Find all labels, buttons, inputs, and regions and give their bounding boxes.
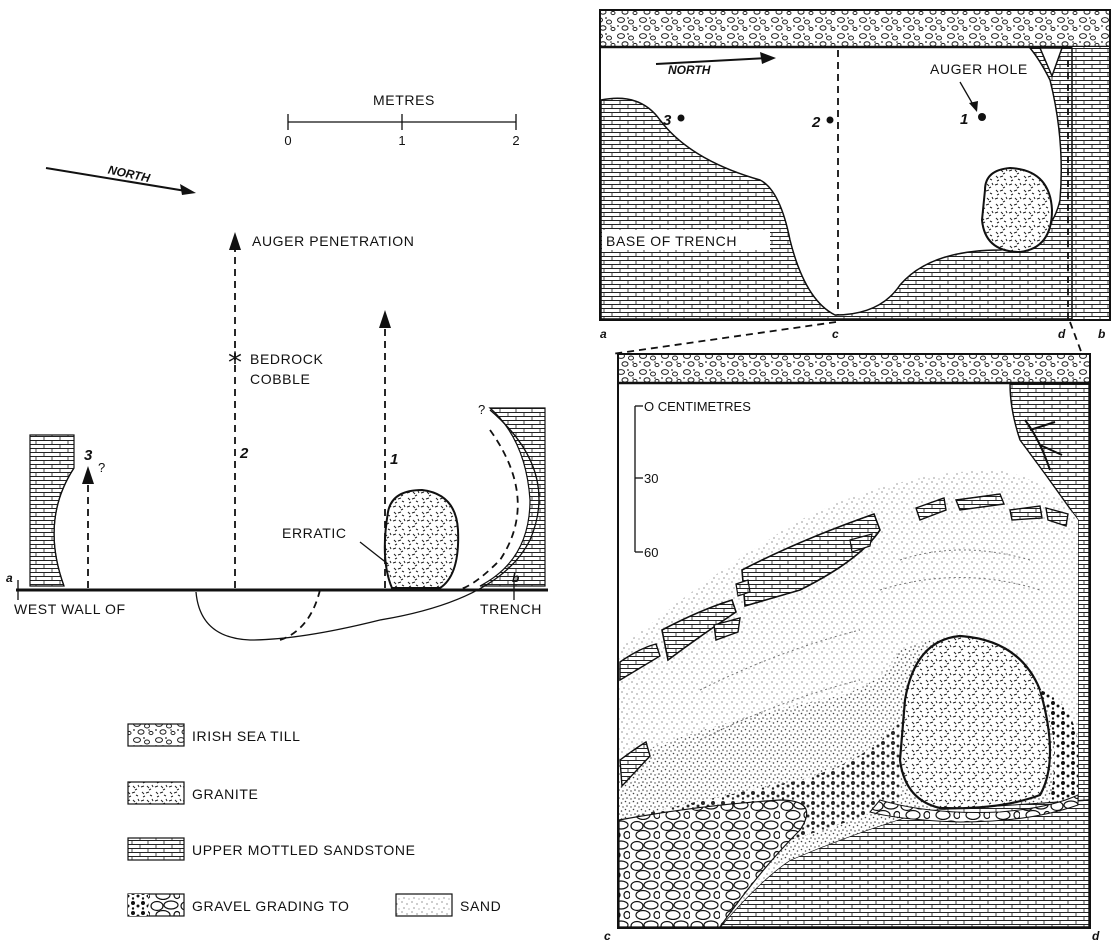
bedrock-cobble-label-1: BEDROCK bbox=[250, 351, 323, 367]
bottom-corner-d: d bbox=[1092, 929, 1100, 943]
point-a-left: a bbox=[6, 571, 13, 585]
hole-label-1: 1 bbox=[390, 451, 398, 468]
north-label-top: NORTH bbox=[668, 63, 711, 77]
legend-item-gravel-sand: GRAVEL GRADING TO SAND bbox=[127, 893, 501, 917]
legend-item-till: IRISH SEA TILL bbox=[127, 723, 301, 747]
top-corner-c: c bbox=[832, 327, 839, 341]
left-cross-section: METRES 0 1 2 NORTH a b bbox=[6, 92, 548, 641]
trench-label: TRENCH bbox=[480, 601, 542, 617]
centimetres-scale: O CENTIMETRES 30 60 bbox=[634, 399, 751, 560]
cm-tick-60: 60 bbox=[644, 545, 658, 560]
scale-tick-2: 2 bbox=[512, 133, 519, 148]
hole-3-question: ? bbox=[98, 460, 105, 475]
point-b-left: b bbox=[512, 571, 519, 585]
scale-tick-0: 0 bbox=[284, 133, 291, 148]
top-corner-d: d bbox=[1058, 327, 1066, 341]
legend-item-granite: GRANITE bbox=[127, 781, 258, 805]
top-hole-label-2: 2 bbox=[811, 114, 821, 131]
bottom-corner-c: c bbox=[604, 929, 611, 943]
bottom-right-section: O CENTIMETRES 30 60 c d bbox=[604, 353, 1100, 943]
top-hole-label-1: 1 bbox=[960, 111, 968, 128]
sandstone-slabs bbox=[619, 493, 1069, 788]
bedrock-cobble-marker: * bbox=[228, 346, 242, 379]
erratic-boulder bbox=[383, 488, 460, 589]
legend-item-sandstone: UPPER MOTTLED SANDSTONE bbox=[127, 837, 416, 861]
svg-text:UPPER MOTTLED SANDSTONE: UPPER MOTTLED SANDSTONE bbox=[192, 842, 416, 858]
scale-title: METRES bbox=[373, 92, 435, 108]
north-arrow-left: NORTH bbox=[45, 163, 196, 195]
right-sandstone-wall bbox=[479, 407, 546, 587]
cm-tick-0: O CENTIMETRES bbox=[644, 399, 751, 414]
top-granite-boulder bbox=[980, 166, 1054, 254]
auger-hole-3: 3 ? bbox=[82, 447, 105, 588]
bedrock-cobble-label-2: COBBLE bbox=[250, 371, 310, 387]
top-corner-b: b bbox=[1098, 327, 1105, 341]
auger-hole-2: AUGER PENETRATION * BEDROCK COBBLE 2 bbox=[228, 232, 414, 588]
legend: IRISH SEA TILL GRANITE UPPER MOTTLED SAN… bbox=[127, 723, 501, 917]
auger-hole-label: AUGER HOLE bbox=[930, 61, 1028, 77]
svg-text:IRISH SEA TILL: IRISH SEA TILL bbox=[192, 728, 301, 744]
top-corner-a: a bbox=[600, 327, 607, 341]
top-right-plan: NORTH AUGER HOLE 1 2 3 BASE OF TRENCH a … bbox=[599, 9, 1111, 355]
west-wall-label: WEST WALL OF bbox=[14, 601, 126, 617]
bottom-granite-boulder bbox=[898, 634, 1052, 810]
gravel-label: GRAVEL GRADING TO bbox=[192, 898, 350, 914]
svg-text:GRANITE: GRANITE bbox=[192, 786, 258, 802]
auger-hole-1: 1 bbox=[379, 310, 398, 588]
base-of-trench-label: BASE OF TRENCH bbox=[606, 233, 737, 249]
hole-label-2: 2 bbox=[239, 445, 249, 462]
bottom-coarse-gravel bbox=[618, 799, 808, 928]
wall-question: ? bbox=[478, 402, 485, 417]
scale-tick-1: 1 bbox=[398, 133, 405, 148]
erratic-label: ERRATIC bbox=[282, 525, 347, 541]
sand-label: SAND bbox=[460, 898, 501, 914]
auger-penetration-label: AUGER PENETRATION bbox=[252, 233, 414, 249]
top-sandstone-floor bbox=[600, 47, 1073, 320]
metres-scale-bar: METRES 0 1 2 bbox=[284, 92, 519, 148]
cm-tick-30: 30 bbox=[644, 471, 658, 486]
hole-label-3: 3 bbox=[84, 447, 93, 464]
left-sandstone-wall bbox=[29, 434, 75, 587]
top-hole-label-3: 3 bbox=[663, 112, 672, 129]
